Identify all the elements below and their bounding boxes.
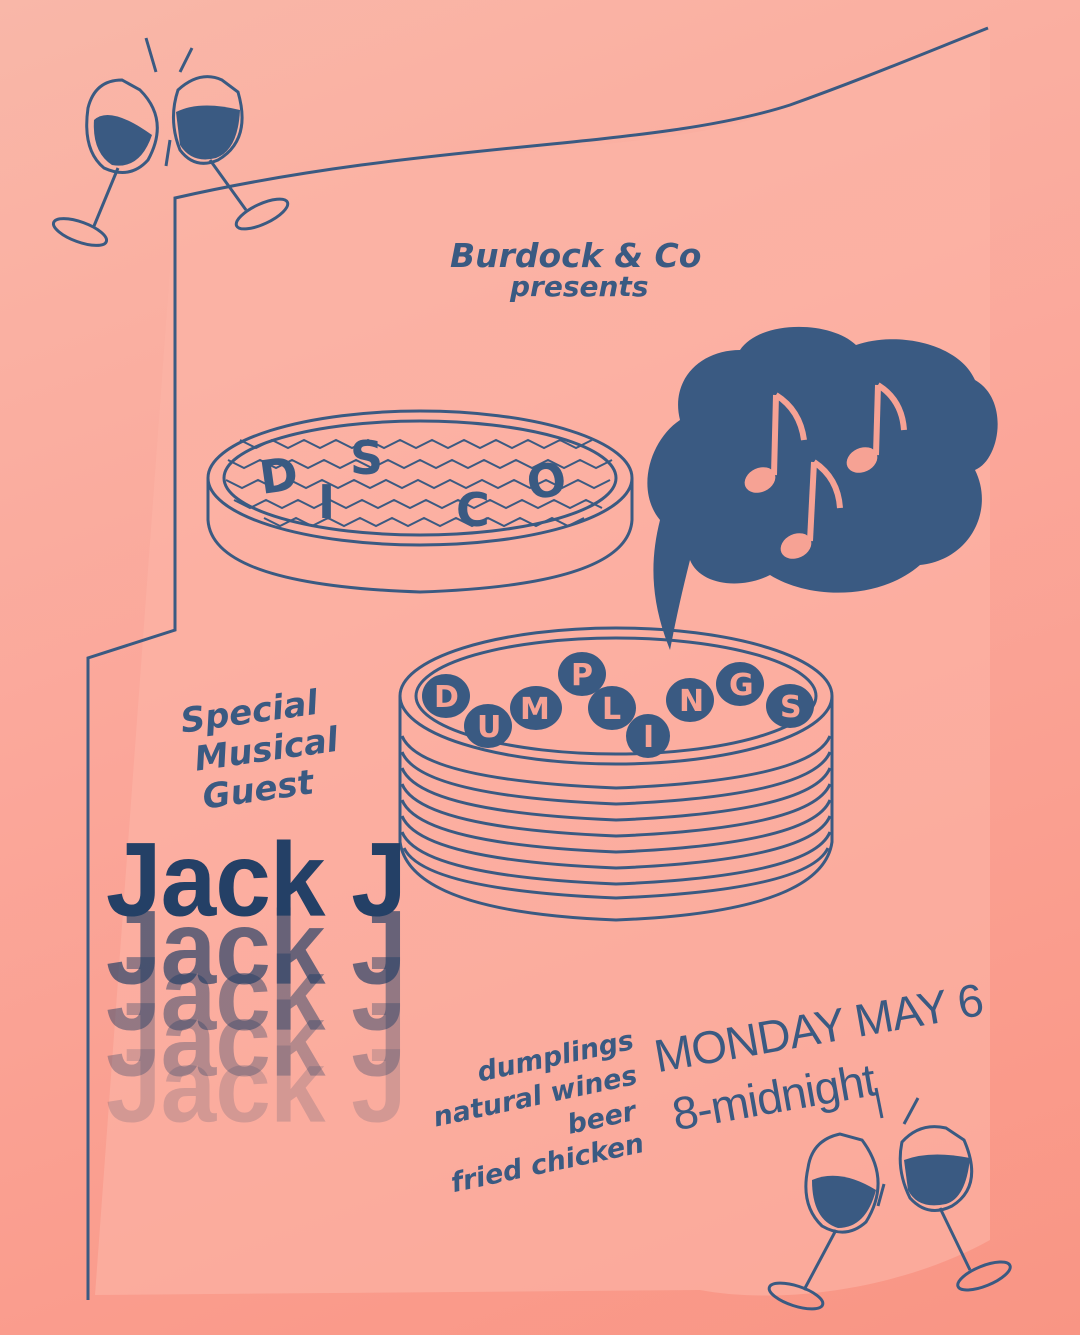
steamer-basket-bottom [398, 626, 834, 922]
dumplings-letter: M [520, 692, 550, 727]
music-notes-icon [744, 382, 907, 559]
wine-glasses-bottom-icon [767, 1087, 1012, 1311]
dumplings-letter: G [729, 668, 754, 703]
dumplings-letter: P [571, 658, 593, 693]
dumplings-letter: S [780, 690, 802, 725]
disco-letter: D [256, 446, 301, 505]
disco-letter: C [456, 483, 490, 537]
artist-echo: Jack J [106, 981, 407, 1099]
steamer-basket-top [206, 409, 634, 594]
dumplings-letter: L [602, 692, 621, 727]
artist-name: Jack J [106, 821, 407, 939]
artist-echo: Jack J [106, 935, 407, 1053]
disco-letter: O [523, 451, 571, 511]
dumplings-letter: U [477, 710, 501, 745]
presents-label: presents [510, 270, 649, 303]
dumplings-letter: I [643, 720, 654, 755]
dumplings-letter: N [679, 684, 704, 719]
artist-echo: Jack J [106, 1027, 407, 1145]
presenter-name: Burdock & Co [450, 236, 702, 275]
disco-title: D I S C O [256, 431, 570, 537]
artist-echo: Jack J [106, 889, 407, 1007]
panel-border [86, 26, 989, 1300]
speech-bubble-icon [647, 326, 998, 650]
dumplings-letter: D [434, 680, 459, 715]
disco-letter: I [318, 475, 335, 529]
wine-glasses-top-icon [51, 37, 290, 247]
dumplings-title: D U M P L I N G S [422, 652, 814, 758]
disco-letter: S [350, 431, 383, 485]
